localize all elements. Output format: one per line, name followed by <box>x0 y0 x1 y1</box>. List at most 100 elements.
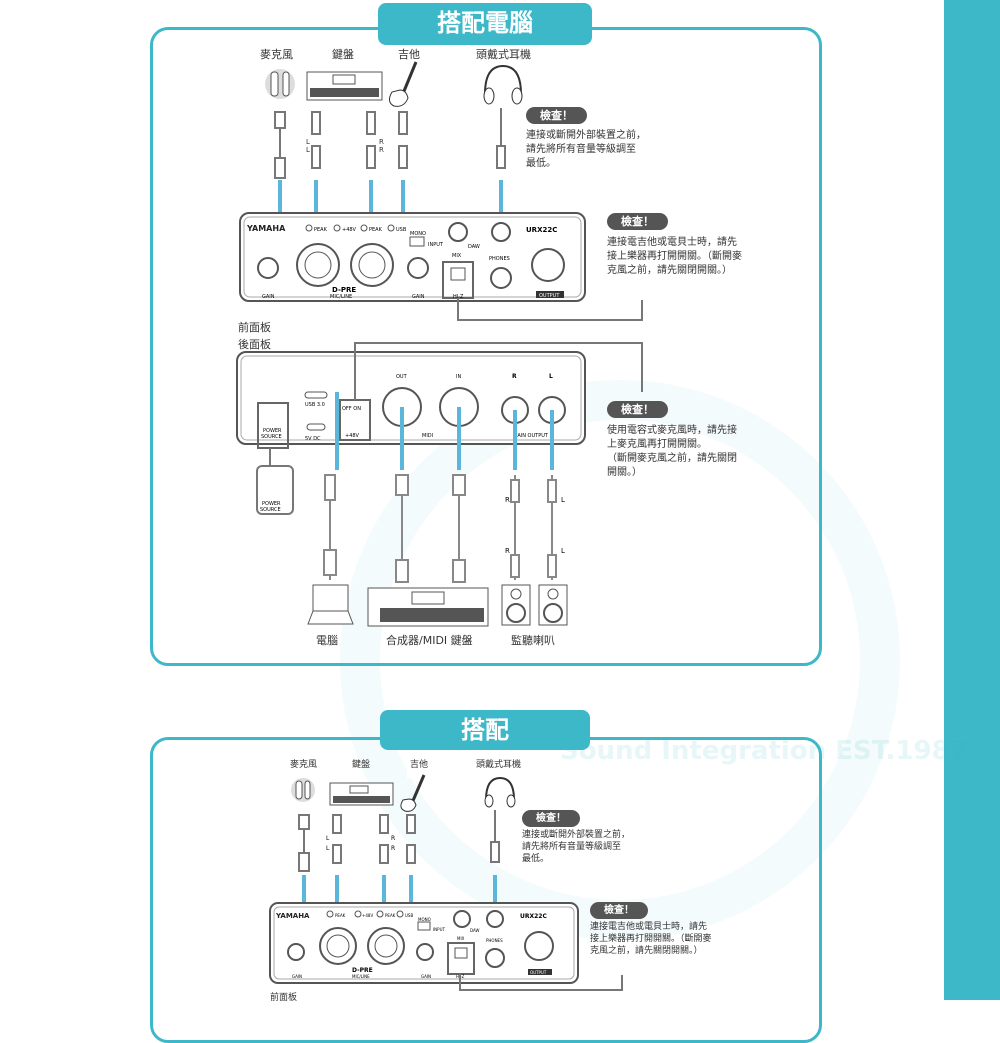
svg-text:OUTPUT: OUTPUT <box>539 293 560 299</box>
svg-text:URX22C: URX22C <box>520 913 547 920</box>
front-panel-label: 前面板 <box>238 321 271 334</box>
svg-text:+48V: +48V <box>362 913 373 918</box>
rear-panel-device: POWER SOURCE USB 3.0 5V DC OFF ON +48V O… <box>236 351 586 449</box>
svg-text:PEAK: PEAK <box>335 913 346 918</box>
cable-label-l2: L <box>306 138 310 146</box>
svg-text:INPUT: INPUT <box>433 927 446 932</box>
svg-text:R: R <box>505 496 510 504</box>
svg-text:MIC/LINE: MIC/LINE <box>352 974 370 979</box>
svg-text:PEAK: PEAK <box>385 913 396 918</box>
check-note: 連接或斷開外部裝置之前，請先將所有音量等級調至最低。 <box>526 130 646 169</box>
keyboard-icon <box>329 782 394 806</box>
svg-text:INPUT: INPUT <box>428 242 444 248</box>
svg-text:D-PRE: D-PRE <box>352 967 373 974</box>
front-panel-device: YAMAHA PEAK +48V PEAK USB GAIN D-PRE MIC… <box>239 212 586 302</box>
svg-text:OUT: OUT <box>396 374 408 380</box>
check-badge: 檢查！ <box>526 107 587 124</box>
rear-panel-label: 後面板 <box>238 338 271 351</box>
brand-logo: YAMAHA <box>246 224 286 233</box>
phones-jack <box>490 267 512 289</box>
svg-text:+48V: +48V <box>345 433 360 439</box>
mono-button <box>409 236 425 247</box>
svg-text:+48V: +48V <box>342 227 357 233</box>
svg-text:5V DC: 5V DC <box>305 436 321 442</box>
svg-text:R: R <box>391 845 395 852</box>
check-note: 連接電吉他或電貝士時，請先接上樂器再打開開關。（斷開麥克風之前，請先關閉開關。） <box>590 922 712 956</box>
svg-text:URX22C: URX22C <box>526 226 557 234</box>
gain1-knob <box>257 257 279 279</box>
svg-text:SOURCE: SOURCE <box>261 434 282 440</box>
check-badge: 檢查！ <box>607 213 668 230</box>
output-cables <box>335 392 554 470</box>
check-badge: 檢查！ <box>590 902 648 919</box>
svg-text:GAIN: GAIN <box>262 294 275 300</box>
device-label-keyboard: 鍵盤 <box>332 48 354 61</box>
device-label-monitors: 監聽喇叭 <box>511 634 555 647</box>
right-sidebar-strip <box>944 0 1000 1000</box>
device-label-mic: 麥克風 <box>290 760 318 770</box>
section-computer-title: 搭配電腦 <box>378 3 592 45</box>
device-label-guitar: 吉他 <box>398 48 420 61</box>
svg-text:L: L <box>326 835 330 842</box>
phones-knob <box>491 222 511 242</box>
svg-text:R: R <box>505 547 510 555</box>
svg-text:PEAK: PEAK <box>314 227 328 233</box>
svg-text:SOURCE: SOURCE <box>260 507 281 513</box>
svg-text:USB: USB <box>405 913 413 918</box>
svg-text:MIX: MIX <box>452 253 462 259</box>
svg-text:PHONES: PHONES <box>489 256 510 262</box>
check-badge: 檢查！ <box>522 810 580 827</box>
diagram-iphone: L L R R YAMAHA PEAK +48V PEAK USB GAIN D… <box>269 774 623 991</box>
mix-knob <box>448 222 468 242</box>
svg-text:R: R <box>391 835 395 842</box>
svg-text:MAIN OUTPUT: MAIN OUTPUT <box>513 433 549 439</box>
svg-text:L: L <box>549 373 553 380</box>
guitar-icon <box>388 61 418 107</box>
svg-text:OUTPUT: OUTPUT <box>530 970 547 975</box>
laptop-icon <box>307 584 354 625</box>
svg-text:IN: IN <box>456 374 461 380</box>
microphone-icon <box>291 778 315 802</box>
power-source-callout <box>256 465 294 515</box>
watermark-text: Sound Integration EST.1987 <box>560 736 968 766</box>
svg-text:HI-Z: HI-Z <box>453 294 464 300</box>
front-panel-label: 前面板 <box>270 993 298 1003</box>
svg-text:GAIN: GAIN <box>412 294 425 300</box>
svg-text:USB 3.0: USB 3.0 <box>305 402 325 408</box>
svg-text:GAIN: GAIN <box>421 974 431 979</box>
keyboard-icon <box>306 71 383 101</box>
svg-text:MONO: MONO <box>410 231 426 237</box>
device-label-synth: 合成器/MIDI 鍵盤 <box>386 634 473 647</box>
cable-label-l1: L <box>306 146 310 154</box>
svg-text:USB: USB <box>396 227 407 233</box>
device-label-headphones: 頭戴式耳機 <box>476 760 522 770</box>
svg-text:PEAK: PEAK <box>369 227 383 233</box>
check-note: 連接或斷開外部裝置之前，請先將所有音量等級調至最低。 <box>522 830 631 864</box>
power-source-switch <box>257 402 289 449</box>
check-note: 連接電吉他或電貝士時，請先接上樂器再打開開關。（斷開麥克風之前，請先關閉開關。） <box>607 237 742 276</box>
cable-label-r2: R <box>379 146 384 154</box>
device-label-mic: 麥克風 <box>260 48 293 61</box>
device-label-keyboard: 鍵盤 <box>352 760 371 770</box>
check-note: 使用電容式麥克風時，請先接上麥克風再打開開關。（斷開麥克風之前，請先關閉開關。） <box>607 425 737 478</box>
svg-text:YAMAHA: YAMAHA <box>275 912 310 920</box>
svg-text:DAW: DAW <box>470 928 480 933</box>
cable-plugs-top <box>274 108 506 179</box>
svg-text:L: L <box>561 496 565 504</box>
svg-text:OFF ON: OFF ON <box>342 406 361 412</box>
guitar-icon <box>400 774 426 812</box>
svg-text:MONO: MONO <box>418 917 431 922</box>
svg-text:MIC/LINE: MIC/LINE <box>330 294 352 300</box>
diagram-computer: L L R R YAMAHA PEAK +48V PEAK USB GAIN D… <box>236 61 643 627</box>
front-panel-device-2: YAMAHA PEAK +48V PEAK USB GAIN D-PRE MIC… <box>269 902 579 984</box>
cable-label-r1: R <box>379 138 384 146</box>
svg-text:GAIN: GAIN <box>292 974 302 979</box>
svg-text:D-PRE: D-PRE <box>332 286 356 294</box>
synth-keyboard-icon <box>367 587 489 627</box>
microphone-icon <box>265 69 295 99</box>
device-label-computer: 電腦 <box>316 634 338 647</box>
device-label-guitar: 吉他 <box>410 760 429 770</box>
svg-text:POWER: POWER <box>263 428 282 434</box>
output-knob <box>531 248 565 282</box>
monitor-speaker-icon <box>538 584 568 626</box>
